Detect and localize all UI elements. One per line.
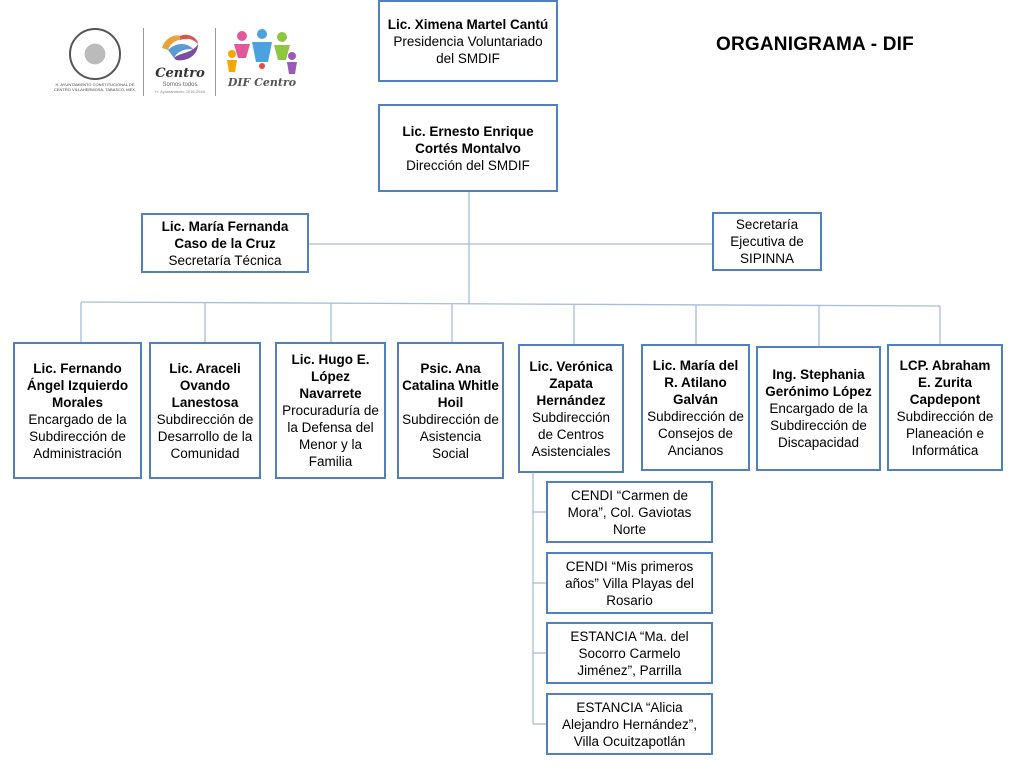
dif-family-figures-icon xyxy=(227,29,297,74)
node-role: Dirección del SMDIF xyxy=(406,157,530,173)
node-role: CENDI “Carmen de Mora”, Col. Gaviotas No… xyxy=(567,487,692,537)
node-name: Lic. Hugo E. López Navarrete xyxy=(291,352,370,401)
node-cendi-carmen-de-mora: CENDI “Carmen de Mora”, Col. Gaviotas No… xyxy=(546,481,713,543)
node-role: Encargado de la Subdirección de Discapac… xyxy=(769,401,868,450)
node-role: CENDI “Mis primeros años” Villa Playas d… xyxy=(565,558,694,608)
node-role: Procuraduría de la Defensa del Menor y l… xyxy=(282,403,379,469)
node-presidencia: Lic. Ximena Martel Cantú Presidencia Vol… xyxy=(378,0,558,82)
node-name: Ing. Stephania Gerónimo López xyxy=(765,367,872,399)
node-desarrollo-comunidad: Lic. Araceli Ovando Lanestosa Subdirecci… xyxy=(149,342,261,479)
node-asistencia-social: Psic. Ana Catalina Whitle Hoil Subdirecc… xyxy=(397,342,504,479)
municipal-seal-logo: H. AYUNTAMIENTO CONSTITUCIONAL DE CENTRO… xyxy=(50,28,140,94)
node-secretaria-sipinna: Secretaría Ejecutiva de SIPINNA xyxy=(712,212,822,271)
centro-logo: Centro Somos todos H. Ayuntamiento 2016-… xyxy=(148,28,212,98)
node-planeacion-informatica: LCP. Abraham E. Zurita Capdepont Subdire… xyxy=(887,344,1003,471)
node-cendi-mis-primeros-anos: CENDI “Mis primeros años” Villa Playas d… xyxy=(546,552,713,614)
node-estancia-alicia-alejandro: ESTANCIA “Alicia Alejandro Hernández”, V… xyxy=(546,693,713,755)
node-procuraduria: Lic. Hugo E. López Navarrete Procuradurí… xyxy=(275,342,386,479)
node-estancia-socorro-carmelo: ESTANCIA “Ma. del Socorro Carmelo Jiméne… xyxy=(546,622,713,684)
node-role: ESTANCIA “Ma. del Socorro Carmelo Jiméne… xyxy=(570,628,689,678)
logo-divider xyxy=(143,28,144,96)
connector-main-horizontal xyxy=(80,301,941,307)
node-role: Presidencia Voluntariado del SMDIF xyxy=(393,33,543,66)
centro-tagline: Somos todos xyxy=(162,82,198,88)
seal-caption: H. AYUNTAMIENTO CONSTITUCIONAL DE CENTRO… xyxy=(53,82,137,92)
node-direccion: Lic. Ernesto Enrique Cortés Montalvo Dir… xyxy=(378,104,558,192)
centro-ribbon-icon xyxy=(162,34,198,61)
node-name: Lic. Fernando Ángel Izquierdo Morales xyxy=(26,360,129,410)
node-role: Subdirección de Centros Asistenciales xyxy=(531,409,611,459)
node-centros-asistenciales: Lic. Verónica Zapata Hernández Subdirecc… xyxy=(518,344,624,473)
logo-divider xyxy=(215,28,216,96)
node-name: Lic. Verónica Zapata Hernández xyxy=(529,358,613,408)
seal-emblem-icon xyxy=(69,28,121,80)
node-role: Subdirección de Consejos de Ancianos xyxy=(647,408,744,458)
node-role: Subdirección de Desarrollo de la Comunid… xyxy=(156,411,254,461)
node-role: Secretaría Técnica xyxy=(168,252,282,268)
node-name: Lic. Ximena Martel Cantú xyxy=(387,16,549,32)
node-role: Subdirección de Asistencia Social xyxy=(402,411,499,461)
node-secretaria-tecnica: Lic. María Fernanda Caso de la Cruz Secr… xyxy=(141,213,309,273)
dif-wordmark: DIF Centro xyxy=(227,76,297,89)
node-role: Subdirección de Planeación e Informática xyxy=(896,408,994,458)
node-name: Lic. Araceli Ovando Lanestosa xyxy=(169,360,241,410)
dif-centro-logo: DIF Centro xyxy=(220,28,304,94)
node-role: ESTANCIA “Alicia Alejandro Hernández”, V… xyxy=(561,699,698,749)
node-role: Secretaría Ejecutiva de SIPINNA xyxy=(730,217,804,266)
page-title: ORGANIGRAMA - DIF xyxy=(716,34,914,55)
node-name: Lic. Ernesto Enrique Cortés Montalvo xyxy=(402,123,534,156)
node-name: Lic. María del R. Atilano Galván xyxy=(652,357,739,407)
node-role: Encargado de la Subdirección de Administ… xyxy=(28,411,127,461)
node-consejos-ancianos: Lic. María del R. Atilano Galván Subdire… xyxy=(641,344,750,471)
node-name: Psic. Ana Catalina Whitle Hoil xyxy=(402,360,499,410)
node-administracion: Lic. Fernando Ángel Izquierdo Morales En… xyxy=(13,342,142,479)
centro-wordmark: Centro xyxy=(155,66,205,81)
centro-period: H. Ayuntamiento 2016-2018 xyxy=(155,89,205,94)
node-discapacidad: Ing. Stephania Gerónimo López Encargado … xyxy=(756,346,881,471)
node-name: LCP. Abraham E. Zurita Capdepont xyxy=(899,357,991,407)
node-name: Lic. María Fernanda Caso de la Cruz xyxy=(161,218,289,251)
